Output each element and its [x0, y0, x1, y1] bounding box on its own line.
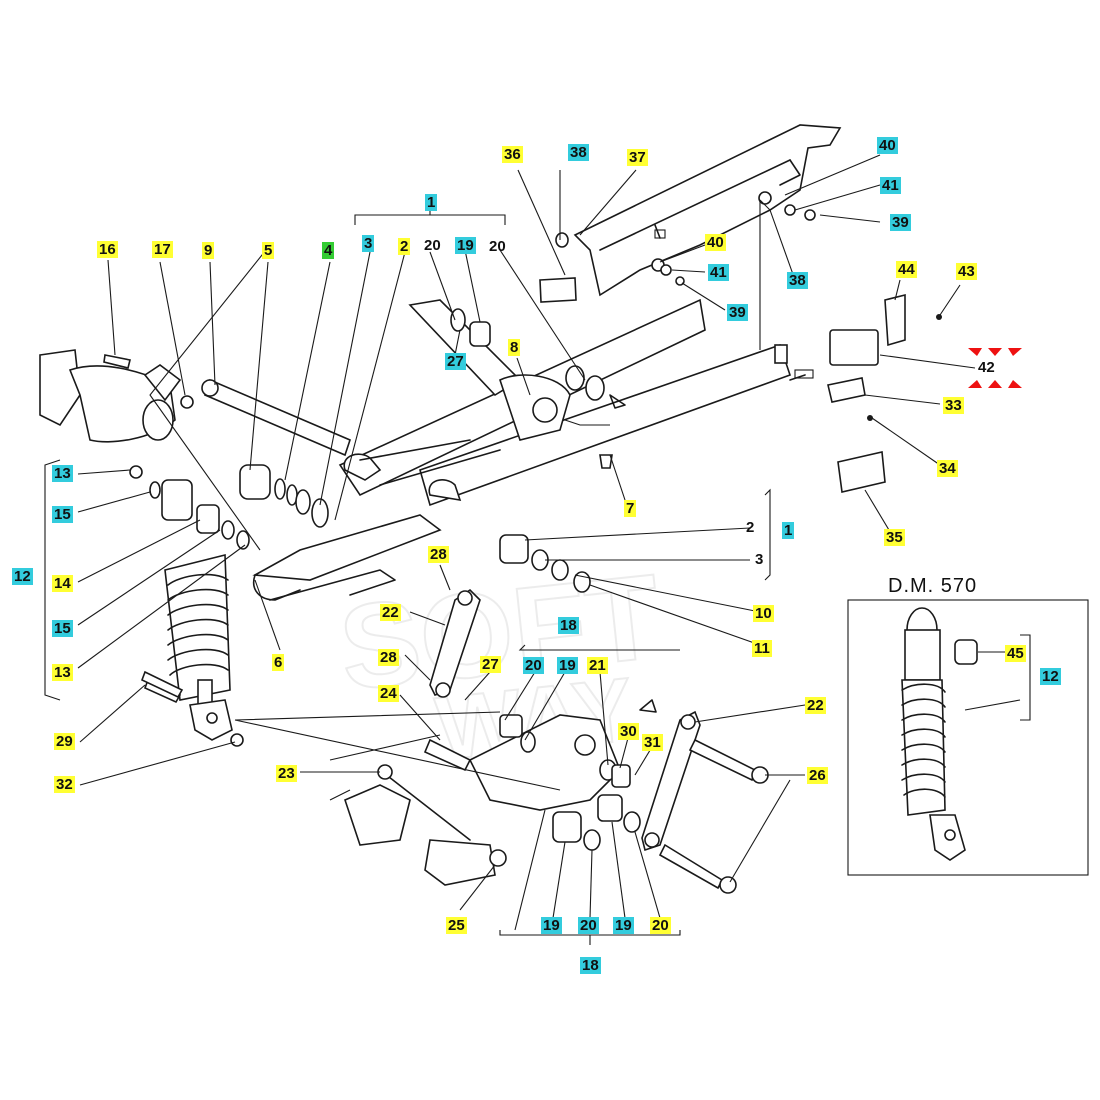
callout-label: 7: [624, 500, 637, 517]
callout-label: 20: [424, 237, 441, 254]
callout-label: 32: [54, 776, 75, 793]
callout-label: 6: [272, 654, 285, 671]
callout-label: 16: [97, 241, 118, 258]
callout-label: 10: [753, 605, 774, 622]
callout-label: 15: [52, 506, 73, 523]
callout-label: 13: [52, 664, 73, 681]
callout-label: 12: [1040, 668, 1061, 685]
callout-label: 22: [805, 697, 826, 714]
lower-mount: [329, 734, 507, 886]
callout-label: 14: [52, 575, 73, 592]
callout-label: 40: [877, 137, 898, 154]
callout-label: 36: [502, 146, 523, 163]
callout-label: 30: [618, 723, 639, 740]
leader-lines: [44, 154, 1031, 945]
callout-label: 3: [755, 551, 764, 568]
callout-label: 39: [890, 214, 911, 231]
callout-label: 15: [52, 620, 73, 637]
callout-label: 28: [378, 649, 399, 666]
long-bolts: [140, 670, 769, 894]
callout-label: 2: [746, 519, 755, 536]
callout-label: 41: [708, 264, 729, 281]
callout-label: 38: [568, 144, 589, 161]
callout-label: 18: [558, 617, 579, 634]
detail-box: [847, 599, 1089, 876]
chain-guard: [573, 124, 842, 297]
callout-label: 19: [557, 657, 578, 674]
linkage-rods: [429, 588, 701, 852]
callout-label: 33: [943, 397, 964, 414]
callout-label: 39: [727, 304, 748, 321]
arrow-icon: [609, 394, 626, 409]
callout-label: 17: [152, 241, 173, 258]
callout-label: 29: [54, 733, 75, 750]
shock-absorber: [143, 479, 250, 747]
callout-label: 43: [956, 263, 977, 280]
detail-title: D.M. 570: [888, 575, 978, 597]
pivot-bolt: [201, 378, 351, 457]
frame-mount: [39, 349, 194, 443]
callout-label: 28: [428, 546, 449, 563]
callout-label: 24: [378, 685, 399, 702]
callout-label: 34: [937, 460, 958, 477]
callout-label: 26: [807, 767, 828, 784]
callout-42: 42: [978, 359, 995, 376]
callout-label: 21: [587, 657, 608, 674]
callout-label: 9: [202, 242, 215, 259]
callout-label: 4: [322, 242, 335, 259]
callout-label: 38: [787, 272, 808, 289]
callout-label: 19: [541, 917, 562, 934]
callout-label: 20: [489, 238, 506, 255]
callout-label: 1: [782, 522, 795, 539]
callout-label: 37: [627, 149, 648, 166]
callout-label: 27: [445, 353, 466, 370]
callout-label: 25: [446, 917, 467, 934]
callout-label: 8: [508, 339, 521, 356]
marker-icon: [968, 348, 1022, 388]
callout-label: 44: [896, 261, 917, 278]
callout-label: 3: [362, 235, 375, 252]
callout-label: 22: [380, 604, 401, 621]
callout-label: 20: [523, 657, 544, 674]
callout-label: 41: [880, 177, 901, 194]
callout-label: 27: [480, 656, 501, 673]
arrow-icon: [639, 699, 657, 713]
callout-label: 2: [398, 238, 411, 255]
callout-label: 20: [578, 917, 599, 934]
pivot-bushings: [239, 308, 605, 593]
callout-label: 19: [455, 237, 476, 254]
callout-label: 20: [650, 917, 671, 934]
callout-label: 31: [642, 734, 663, 751]
callout-label: 12: [12, 568, 33, 585]
callout-label: 18: [580, 957, 601, 974]
callout-label: 11: [752, 640, 772, 657]
callout-label: 5: [262, 242, 275, 259]
callout-label: 1: [425, 194, 438, 211]
callout-label: 19: [613, 917, 634, 934]
small-parts: [129, 191, 942, 499]
detail-shock: [901, 607, 978, 861]
callout-label: 45: [1005, 645, 1026, 662]
callout-label: 23: [276, 765, 297, 782]
callout-label: 35: [884, 529, 905, 546]
callout-label: 13: [52, 465, 73, 482]
callout-label: 40: [705, 234, 726, 251]
